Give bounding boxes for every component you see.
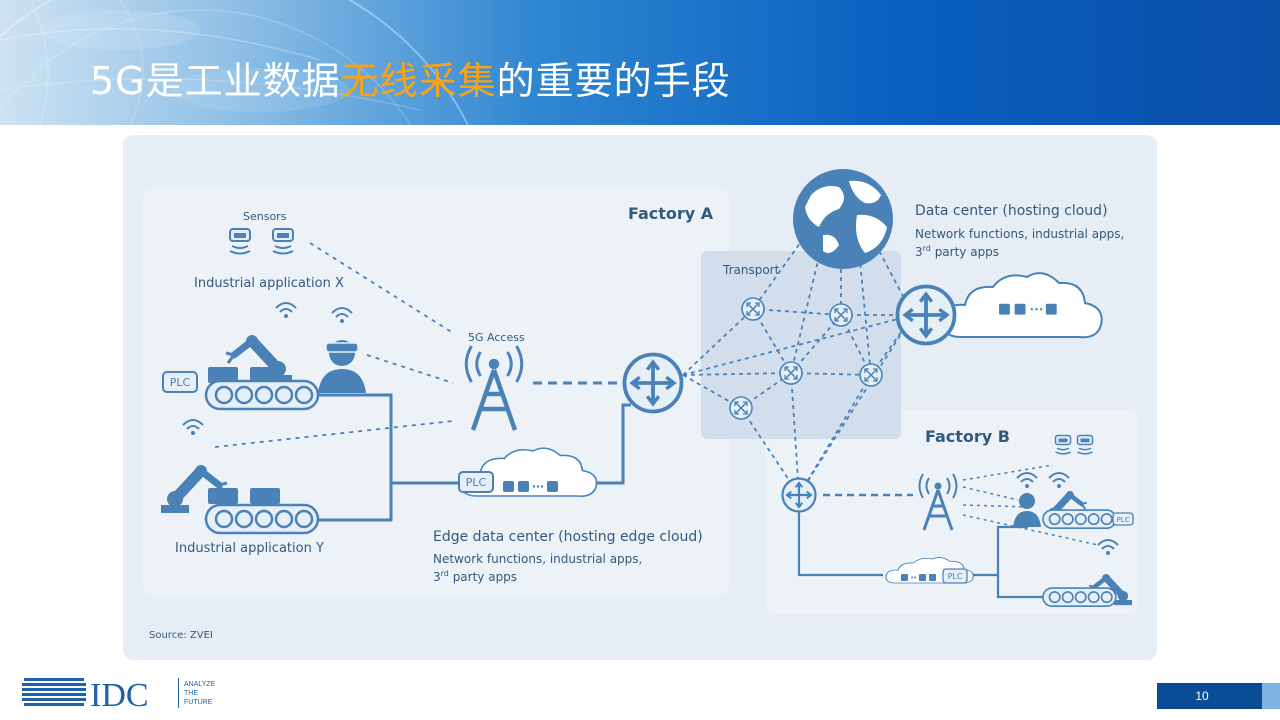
industrial-app-x: PLC	[162, 302, 366, 411]
data-center-router-icon	[895, 284, 957, 346]
factory-b-worker-icon	[1013, 493, 1041, 527]
factory-b-conveyor-1	[1042, 509, 1117, 530]
data-center-desc-2: 3rd party apps	[915, 244, 999, 259]
conveyor-icon	[204, 503, 320, 535]
diagram-panel: Factory A Factory B Sensors Industrial a…	[123, 135, 1157, 660]
svg-text:PLC: PLC	[466, 476, 487, 489]
plc-tag: PLC	[942, 568, 968, 584]
data-center-title: Data center (hosting cloud)	[915, 203, 1108, 219]
data-center-servers-icon	[999, 303, 1057, 315]
svg-text:PLC: PLC	[1116, 516, 1129, 524]
factory-a-router-icon	[622, 352, 684, 414]
transport-router-3	[779, 361, 803, 385]
wired-link-a	[318, 393, 393, 522]
svg-text:PLC: PLC	[948, 572, 963, 581]
globe-icon	[793, 169, 893, 269]
source-label: Source: ZVEI	[149, 630, 213, 641]
edge-to-router-link	[575, 403, 631, 485]
plc-tag: PLC	[1112, 512, 1134, 526]
title-text: 5G是工业数据	[90, 59, 341, 103]
slide-title: 5G是工业数据无线采集的重要的手段	[90, 50, 731, 105]
plc-tag: PLC	[162, 371, 198, 393]
idc-logo-mark	[22, 678, 86, 706]
network-diagram: Factory A Factory B Sensors Industrial a…	[143, 169, 1138, 641]
logo-tagline-2: THE	[184, 690, 198, 697]
industrial-app-y-label: Industrial application Y	[175, 541, 324, 556]
factory-b-label: Factory B	[925, 427, 1010, 446]
page-number-bar	[1157, 683, 1262, 709]
title-highlight: 无线采集	[340, 59, 497, 103]
data-center-desc-1: Network functions, industrial apps,	[915, 227, 1124, 241]
factory-b-servers-icon	[901, 574, 936, 581]
idc-logo: IDC ANALYZE THE FUTURE	[22, 672, 262, 714]
transport-label: Transport	[722, 263, 780, 277]
transport-router-1	[741, 297, 765, 321]
5g-access-label: 5G Access	[468, 331, 525, 344]
transport-router-5	[729, 396, 753, 420]
conveyor-icon	[204, 379, 320, 411]
header-banner: 5G是工业数据无线采集的重要的手段	[0, 0, 1280, 125]
logo-tagline-1: ANALYZE	[184, 681, 216, 688]
wireless-links-a	[214, 242, 454, 448]
sensors-label: Sensors	[243, 210, 287, 223]
edge-servers-icon	[503, 481, 558, 492]
svg-text:PLC: PLC	[170, 376, 191, 389]
plc-tag: PLC	[458, 471, 494, 493]
factory-b-area	[765, 410, 1138, 614]
edge-center-title: Edge data center (hosting edge cloud)	[433, 529, 703, 545]
edge-center-desc-1: Network functions, industrial apps,	[433, 552, 642, 566]
idc-logo-text: IDC	[90, 677, 149, 714]
title-text-end: 的重要的手段	[496, 59, 731, 103]
factory-b-conveyor-2	[1042, 587, 1117, 608]
factory-a-label: Factory A	[628, 204, 714, 223]
page-number: 10	[1195, 689, 1209, 703]
edge-center-desc-2: 3rd party apps	[433, 569, 517, 584]
logo-tagline-3: FUTURE	[184, 699, 213, 706]
transport-router-2	[829, 303, 853, 327]
industrial-app-y	[161, 419, 320, 535]
transport-router-4	[859, 363, 883, 387]
factory-b-network: PLC PLC	[781, 434, 1134, 608]
edge-cloud: PLC	[458, 447, 598, 498]
page-number-bar-accent	[1262, 683, 1280, 709]
globe-map-decoration	[0, 0, 470, 125]
industrial-app-x-label: Industrial application X	[194, 276, 344, 291]
worker-icon	[318, 340, 366, 393]
factory-b-router-icon	[781, 477, 817, 513]
